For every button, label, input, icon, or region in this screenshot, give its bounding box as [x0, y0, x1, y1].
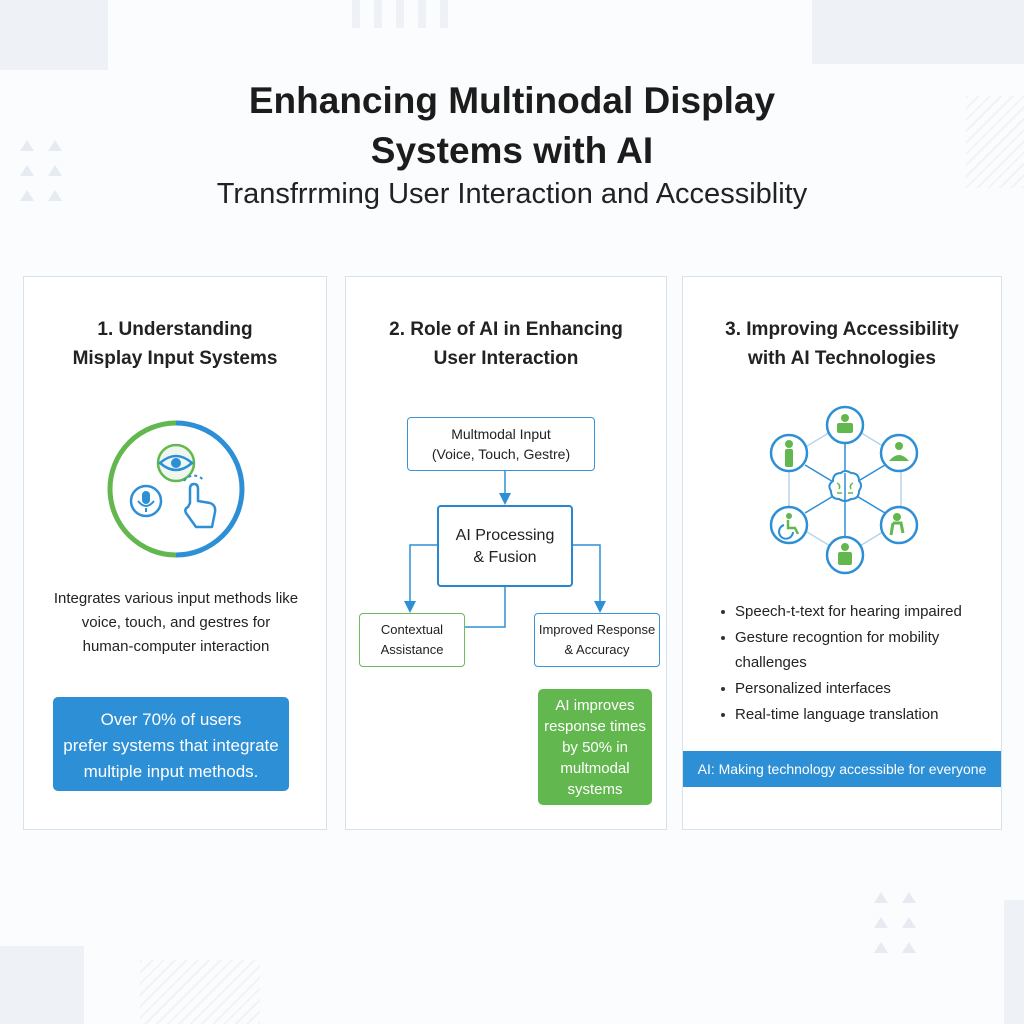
- title-line-2: Systems with AI: [370, 130, 654, 171]
- bullet-gesture-recognition: Gesture recogntion for mobility challeng…: [719, 625, 989, 675]
- person-icon: [825, 535, 865, 575]
- wheelchair-icon: [769, 505, 809, 545]
- deco-bars-top: [352, 0, 448, 28]
- panel2-title-line-2: User Interaction: [433, 348, 579, 369]
- mobility-icon: [879, 505, 919, 545]
- accessibility-icon-network: [769, 405, 919, 575]
- panel2-stat-box: AI improves response times by 50% in mul…: [538, 689, 652, 805]
- eye-icon: [156, 443, 196, 483]
- flow-box-ai-processing: AI Processing & Fusion: [437, 505, 573, 587]
- arrow-processing-to-context: [404, 544, 437, 613]
- flow-box-multimodal-input: Multmodal Input (Voice, Touch, Gestre): [407, 417, 595, 471]
- ctx-line-1: Contextual: [380, 622, 444, 637]
- page-subtitle: Transfrrming User Interaction and Access…: [216, 178, 808, 210]
- brain-icon: [828, 470, 862, 502]
- deco-stripes-right: [966, 96, 1024, 188]
- input-line-1: Multmodal Input: [451, 426, 551, 442]
- bullet-speech-to-text: Speech-t-text for hearing impaired: [719, 599, 989, 624]
- panel1-stat-line-3: multiple input methods.: [83, 762, 259, 781]
- deco-triangles-bottom-right: [874, 892, 916, 953]
- flow-box-contextual-assistance: Contextual Assistance: [359, 613, 465, 667]
- panel1-stat-line-2: prefer systems that integrate: [63, 736, 279, 755]
- standing-person-icon: [769, 433, 809, 473]
- panel3-title: 3. Improving Accessibility with AI Techn…: [683, 315, 1001, 373]
- arrow-processing-to-improved: [573, 544, 606, 613]
- panel1-desc-line-3: human-computer interaction: [82, 638, 270, 655]
- panel-input-systems: 1. Understanding Misplay Input Systems: [23, 276, 327, 830]
- title-line-1: Enhancing Multinodal Display: [248, 80, 776, 121]
- panel2-stat-line-2: response times: [544, 718, 646, 735]
- connector-context-to-processing: [465, 587, 506, 628]
- bullet-language-translation: Real-time language translation: [719, 702, 989, 727]
- panel2-stat-line-5: systems: [567, 781, 623, 798]
- accessibility-bullet-list: Speech-t-text for hearing impaired Gestu…: [719, 599, 989, 728]
- panel-ai-role: 2. Role of AI in Enhancing User Interact…: [345, 276, 667, 830]
- touch-hand-icon: [183, 474, 217, 529]
- panel2-title-line-1: 2. Role of AI in Enhancing: [389, 319, 623, 340]
- panel1-desc-line-2: voice, touch, and gestres for: [81, 614, 271, 631]
- flow-box-improved-response: Improved Response & Accuracy: [534, 613, 660, 667]
- panel2-title: 2. Role of AI in Enhancing User Interact…: [346, 315, 666, 373]
- meditation-icon: [879, 433, 919, 473]
- deco-square-bottom-left: [0, 946, 84, 1024]
- deco-stripes-bottom: [140, 960, 260, 1024]
- panel3-title-line-1: 3. Improving Accessibility: [725, 319, 959, 340]
- accessibility-banner: AI: Making technology accessible for eve…: [683, 751, 1001, 787]
- panel2-stat-line-3: by 50% in: [562, 739, 628, 756]
- page-title: Enhancing Multinodal Display Systems wit…: [0, 76, 1024, 176]
- input-line-2: (Voice, Touch, Gestre): [431, 446, 571, 462]
- proc-line-1: AI Processing: [455, 527, 555, 544]
- deco-square-bottom-right: [1004, 900, 1024, 1024]
- panel1-description: Integrates various input methods like vo…: [34, 587, 318, 659]
- flow-connectors: [404, 471, 606, 628]
- panel3-title-line-2: with AI Technologies: [748, 348, 936, 369]
- bullet-gesture-line-2: challenges: [735, 654, 807, 671]
- panel1-stat-box: Over 70% of users prefer systems that in…: [53, 697, 289, 791]
- panel2-stat-line-4: multmodal: [560, 760, 630, 777]
- multimodal-input-icon-group: [107, 420, 245, 558]
- panel-accessibility: 3. Improving Accessibility with AI Techn…: [682, 276, 1002, 830]
- deco-square-top-right: [812, 0, 1024, 64]
- bullet-personalized-interfaces: Personalized interfaces: [719, 676, 989, 701]
- user-icon: [825, 405, 865, 445]
- panel1-title-line-1: 1. Understanding: [97, 319, 253, 340]
- imp-line-2: & Accuracy: [564, 642, 630, 657]
- ctx-line-2: Assistance: [380, 642, 444, 657]
- deco-square-top-left: [0, 0, 108, 70]
- deco-triangles-left: [20, 140, 62, 201]
- proc-line-2: & Fusion: [473, 549, 537, 566]
- panel1-stat-line-1: Over 70% of users: [100, 710, 242, 729]
- panel2-stat-line-1: AI improves: [555, 697, 635, 714]
- imp-line-1: Improved Response: [538, 622, 656, 637]
- panel1-desc-line-1: Integrates various input methods like: [53, 590, 299, 607]
- microphone-icon: [129, 484, 163, 518]
- bullet-gesture-line-1: Gesture recogntion for mobility: [735, 629, 940, 646]
- panel1-title-line-2: Misplay Input Systems: [72, 348, 278, 369]
- panel1-title: 1. Understanding Misplay Input Systems: [24, 315, 326, 373]
